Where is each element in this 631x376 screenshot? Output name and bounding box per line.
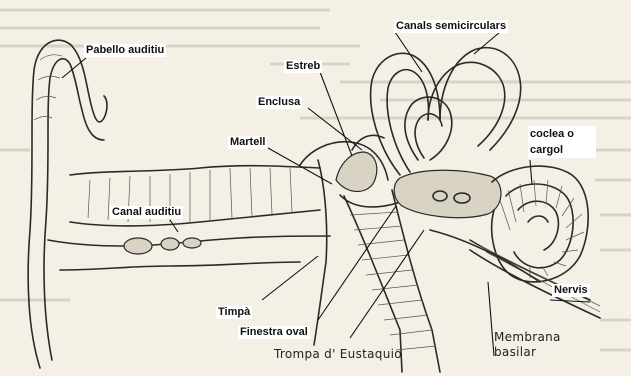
leader-trompa bbox=[350, 230, 424, 338]
nerve-shape bbox=[430, 230, 600, 318]
leader-estreb bbox=[320, 72, 352, 156]
canal-nodule bbox=[161, 238, 179, 250]
leader-canal bbox=[170, 220, 178, 232]
label-membrana: Membrana bbox=[494, 330, 561, 344]
label-estreb: Estreb bbox=[284, 60, 322, 73]
label-timpa: Timpà bbox=[216, 306, 252, 319]
label-martell: Martell bbox=[228, 136, 267, 149]
leader-finestra bbox=[318, 206, 396, 320]
label-basilar: basilar bbox=[494, 345, 536, 359]
canal-nodule bbox=[183, 238, 201, 248]
leader-coclea bbox=[530, 160, 532, 185]
vestibule-shape bbox=[394, 170, 501, 217]
label-finestra-oval: Finestra oval bbox=[238, 326, 310, 339]
cochlea-shape bbox=[492, 166, 588, 282]
canal-nodule bbox=[124, 238, 152, 254]
label-trompa-deustaquio: Trompa d' Eustaquio bbox=[274, 347, 402, 361]
label-canal-auditiu: Canal auditiu bbox=[110, 206, 183, 219]
pinna-shape bbox=[28, 40, 107, 368]
semicircular-canals-shape bbox=[371, 48, 521, 175]
label-canals-semicirculars: Canals semicirculars bbox=[394, 20, 508, 33]
leader-canals bbox=[474, 32, 500, 54]
label-coclea-o-cargol: coclea o cargol bbox=[528, 126, 596, 158]
ear-canal-shape bbox=[48, 166, 330, 270]
label-enclusa: Enclusa bbox=[256, 96, 302, 109]
middle-ear-shape bbox=[300, 135, 440, 372]
leader-enclusa bbox=[308, 108, 362, 150]
leader-nervis bbox=[550, 300, 590, 302]
label-nervis: Nervis bbox=[552, 284, 590, 297]
label-pabello-auditiu: Pabello auditiu bbox=[84, 44, 166, 57]
leader-canals bbox=[395, 32, 422, 72]
